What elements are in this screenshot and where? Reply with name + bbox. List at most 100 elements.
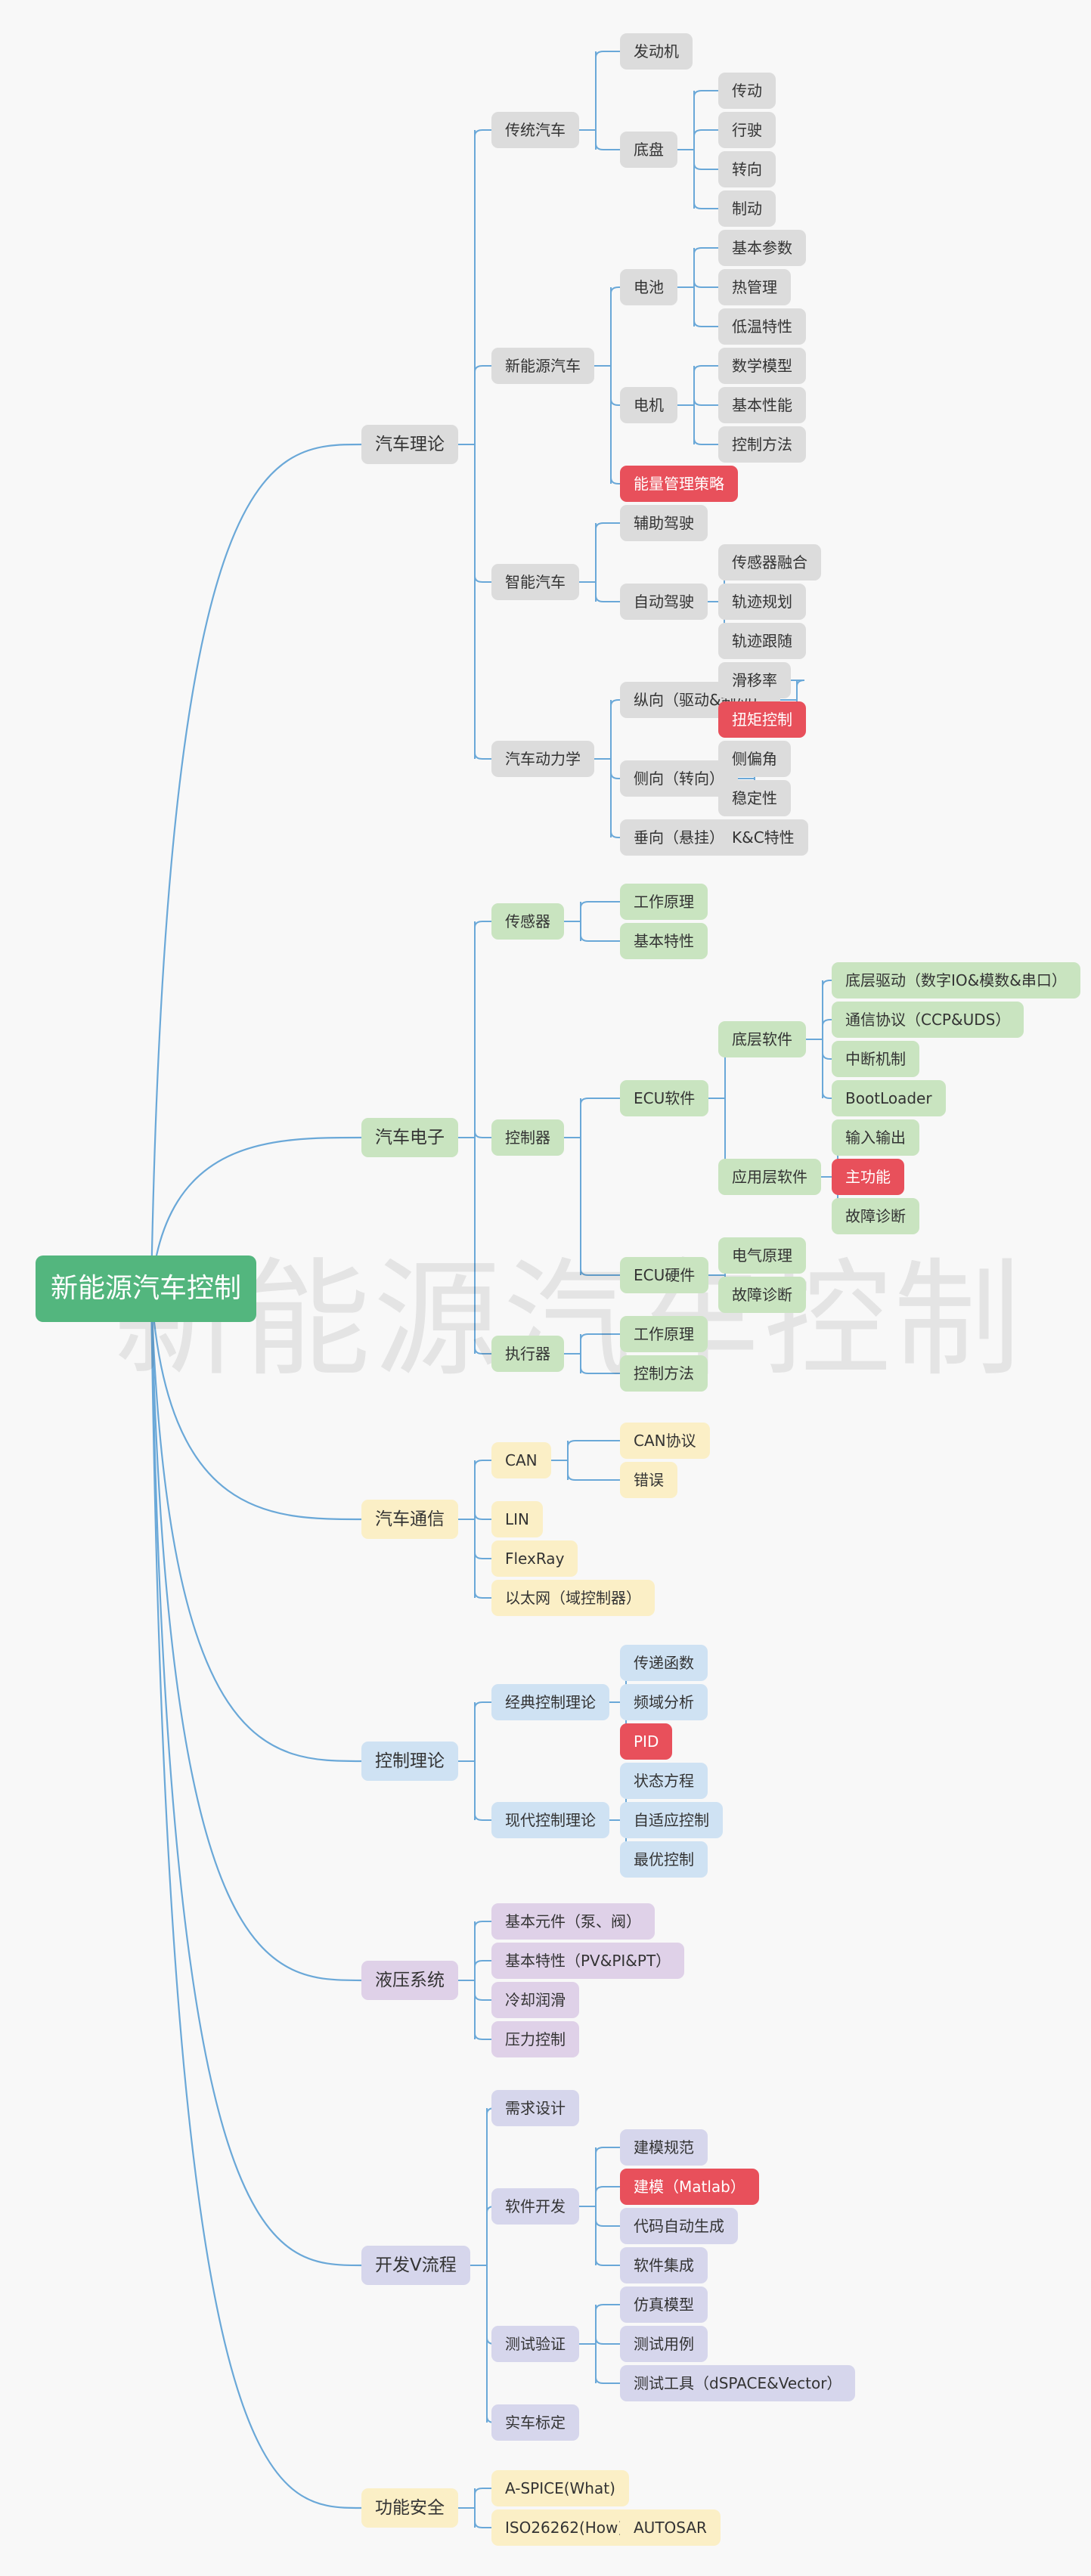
mindmap-node-d3[interactable]: 状态方程 (620, 1763, 708, 1799)
connector-line (474, 921, 491, 928)
mindmap-node-d3[interactable]: AUTOSAR (620, 2509, 721, 2546)
mindmap-node-d3[interactable]: 自动驾驶 (620, 584, 708, 620)
mindmap-node-d4[interactable]: 故障诊断 (718, 1277, 806, 1313)
mindmap-node-d3[interactable]: 基本特性 (620, 923, 708, 959)
mindmap-node-d4[interactable]: K&C特性 (718, 819, 808, 856)
mindmap-node-d2[interactable]: 需求设计 (491, 2090, 579, 2126)
mindmap-node-d3[interactable]: 建模规范 (620, 2129, 708, 2166)
mindmap-node-d2[interactable]: 控制器 (491, 1119, 564, 1156)
mindmap-node-d2[interactable]: A-SPICE(What) (491, 2470, 629, 2506)
mindmap-node-d4[interactable]: 行驶 (718, 112, 776, 148)
branch-3[interactable]: 汽车通信 (361, 1500, 458, 1539)
mindmap-node-d3[interactable]: 底盘 (620, 132, 677, 168)
branch-4[interactable]: 控制理论 (361, 1742, 458, 1781)
mindmap-node-d3[interactable]: 仿真模型 (620, 2287, 708, 2323)
mindmap-node-d2[interactable]: 测试验证 (491, 2326, 579, 2362)
mindmap-node-d2[interactable]: 汽车动力学 (491, 741, 594, 777)
mindmap-node-d4[interactable]: 数学模型 (718, 348, 806, 384)
mindmap-node-d3[interactable]: CAN协议 (620, 1423, 710, 1459)
mindmap-node-d3[interactable]: 发动机 (620, 33, 693, 70)
mindmap-node-d3[interactable]: 工作原理 (620, 1316, 708, 1352)
mindmap-node-d3[interactable]: 测试工具（dSPACE&Vector） (620, 2365, 856, 2401)
mindmap-node-d3[interactable]: 自适应控制 (620, 1802, 723, 1838)
connector-line (580, 1333, 620, 1341)
mindmap-node-d4[interactable]: 基本参数 (718, 230, 806, 266)
mindmap-node-d3[interactable]: 传递函数 (620, 1645, 708, 1681)
mindmap-node-d2[interactable]: 传统汽车 (491, 112, 579, 148)
mindmap-node-d2[interactable]: FlexRay (491, 1540, 578, 1577)
mindmap-node-d2[interactable]: 传感器 (491, 903, 564, 940)
connector-line (693, 163, 718, 170)
mindmap-node-d3[interactable]: 电池 (620, 269, 677, 305)
mindmap-node-d5[interactable]: 故障诊断 (832, 1198, 919, 1234)
mindmap-node-d4[interactable]: 轨迹规划 (718, 584, 806, 620)
connector-line (567, 1473, 620, 1481)
branch-5[interactable]: 液压系统 (361, 1961, 458, 2000)
mindmap-node-d4[interactable]: 电气原理 (718, 1237, 806, 1274)
mindmap-node-d4[interactable]: 制动 (718, 190, 776, 227)
mindmap-node-d4[interactable]: 应用层软件 (718, 1159, 821, 1195)
mindmap-node-d3[interactable]: 测试用例 (620, 2326, 708, 2362)
mindmap-node-d2[interactable]: 智能汽车 (491, 564, 579, 600)
mindmap-node-d3[interactable]: 控制方法 (620, 1355, 708, 1392)
mindmap-node-d4[interactable]: 传感器融合 (718, 544, 821, 581)
branch-2[interactable]: 汽车电子 (361, 1118, 458, 1157)
mindmap-node-d2[interactable]: CAN (491, 1442, 551, 1478)
mindmap-node-d2[interactable]: 新能源汽车 (491, 348, 594, 384)
mindmap-node-d2[interactable]: 执行器 (491, 1336, 564, 1372)
mindmap-node-d4[interactable]: 基本性能 (718, 387, 806, 423)
mindmap-node-d3[interactable]: 错误 (620, 1462, 677, 1498)
mindmap-node-d4[interactable]: 稳定性 (718, 780, 791, 816)
mindmap-node-d4[interactable]: 低温特性 (718, 308, 806, 345)
mindmap-node-d2[interactable]: 经典控制理论 (491, 1684, 609, 1720)
connector-line (595, 2259, 620, 2266)
mindmap-node-d2[interactable]: 基本元件（泵、阀） (491, 1903, 655, 1940)
mindmap-node-d5[interactable]: 输入输出 (832, 1119, 919, 1156)
mindmap-node-d2[interactable]: 以太网（域控制器） (491, 1580, 655, 1616)
mindmap-node-d5[interactable]: 通信协议（CCP&UDS） (832, 1002, 1024, 1038)
connector-line (474, 1512, 491, 1520)
branch-1[interactable]: 汽车理论 (361, 425, 458, 464)
mindmap-node-d4[interactable]: 扭矩控制 (718, 701, 806, 738)
mindmap-node-d4[interactable]: 轨迹跟随 (718, 623, 806, 659)
mindmap-node-d3[interactable]: 频域分析 (620, 1684, 708, 1720)
mindmap-node-d2[interactable]: LIN (491, 1501, 544, 1537)
mindmap-node-d5[interactable]: BootLoader (832, 1080, 946, 1116)
mindmap-node-d2[interactable]: 现代控制理论 (491, 1802, 609, 1838)
mindmap-node-d5[interactable]: 底层驱动（数字IO&模数&串口） (832, 962, 1080, 999)
mindmap-node-d3[interactable]: 工作原理 (620, 884, 708, 920)
mindmap-node-d2[interactable]: 压力控制 (491, 2021, 579, 2057)
mindmap-node-d2[interactable]: 实车标定 (491, 2404, 579, 2441)
mindmap-node-d3[interactable]: 电机 (620, 387, 677, 423)
mindmap-node-d3[interactable]: ECU硬件 (620, 1257, 709, 1293)
mindmap-node-d5[interactable]: 主功能 (832, 1159, 904, 1195)
mindmap-node-d4[interactable]: 控制方法 (718, 426, 806, 463)
mindmap-node-d3[interactable]: 辅助驾驶 (620, 505, 708, 541)
root-node[interactable]: 新能源汽车控制 (36, 1255, 257, 1322)
mindmap-node-d4[interactable]: 底层软件 (718, 1021, 806, 1057)
mindmap-node-d4[interactable]: 转向 (718, 151, 776, 187)
mindmap-node-d3[interactable]: 软件集成 (620, 2247, 708, 2283)
connector-line (595, 2304, 620, 2311)
connector-line (693, 398, 718, 406)
mindmap-node-d3[interactable]: 代码自动生成 (620, 2208, 738, 2244)
mindmap-node-d2[interactable]: ISO26262(How) (491, 2509, 638, 2546)
mindmap-node-d3[interactable]: PID (620, 1723, 673, 1760)
connector-line (567, 1440, 620, 1447)
mindmap-node-d2[interactable]: 软件开发 (491, 2188, 579, 2225)
mindmap-node-d4[interactable]: 侧偏角 (718, 741, 791, 777)
mindmap-node-d2[interactable]: 基本特性（PV&PI&PT） (491, 1943, 685, 1979)
mindmap-node-d4[interactable]: 传动 (718, 73, 776, 109)
mindmap-node-d3[interactable]: 建模（Matlab） (620, 2169, 759, 2205)
branch-6[interactable]: 开发V流程 (361, 2246, 470, 2285)
mindmap-node-d5[interactable]: 中断机制 (832, 1041, 919, 1077)
mindmap-node-d4[interactable]: 热管理 (718, 269, 791, 305)
connector-line (822, 1019, 832, 1026)
mindmap-node-d4[interactable]: 滑移率 (718, 662, 791, 698)
mindmap-node-d3[interactable]: 能量管理策略 (620, 466, 738, 502)
mindmap-node-d3[interactable]: ECU软件 (620, 1080, 709, 1116)
branch-7[interactable]: 功能安全 (361, 2488, 458, 2528)
mindmap-node-d2[interactable]: 冷却润滑 (491, 1982, 579, 2018)
mindmap-node-d3[interactable]: 最优控制 (620, 1841, 708, 1878)
connector-line (822, 980, 832, 987)
